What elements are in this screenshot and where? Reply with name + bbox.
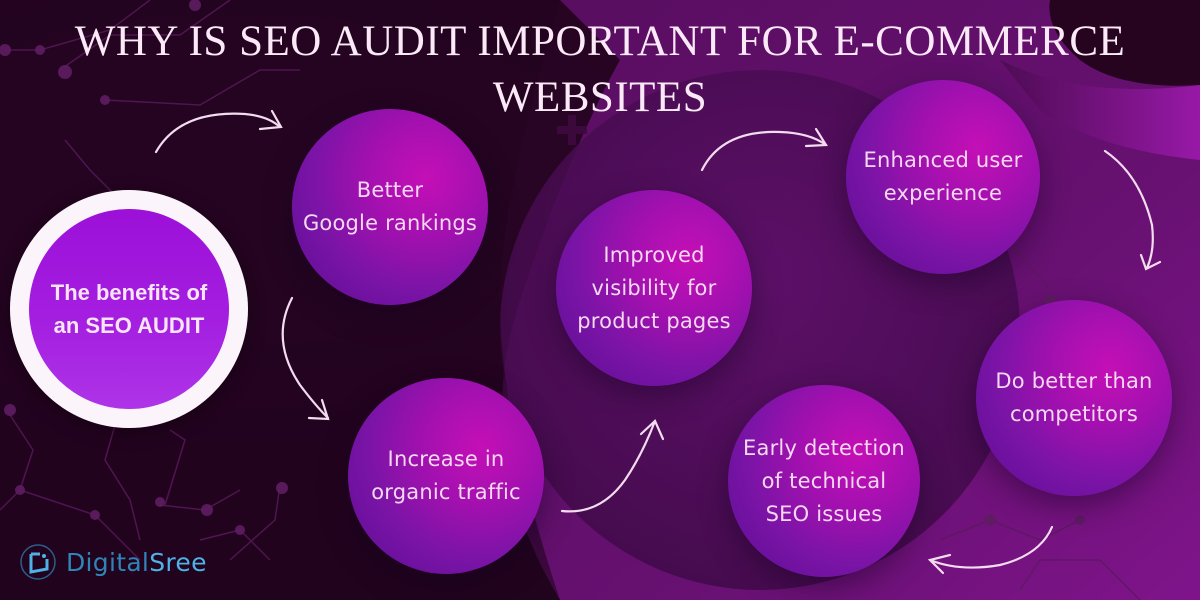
page-title: WHY IS SEO AUDIT IMPORTANT FOR E-COMMERC… bbox=[0, 14, 1200, 126]
brand-name-part-2: Sree bbox=[149, 547, 207, 577]
benefit-do-better-than-competitors: Do better than competitors bbox=[976, 300, 1172, 496]
benefit-label: Increase in organic traffic bbox=[371, 447, 521, 504]
title-line-1: WHY IS SEO AUDIT IMPORTANT FOR E-COMMERC… bbox=[74, 18, 1126, 65]
brand-name-part-1: Digital bbox=[66, 547, 150, 577]
benefit-better-google-rankings: Better Google rankings bbox=[292, 109, 488, 305]
brand-name: DigitalSree bbox=[66, 548, 207, 577]
center-hub-label: The benefits of an SEO AUDIT bbox=[50, 280, 208, 338]
brand-logo: DigitalSree bbox=[18, 540, 207, 584]
benefit-early-detection: Early detection of technical SEO issues bbox=[728, 385, 920, 577]
benefit-increase-organic-traffic: Increase in organic traffic bbox=[348, 378, 544, 574]
title-line-2: WEBSITES bbox=[492, 74, 708, 121]
benefit-enhanced-user-experience: Enhanced user experience bbox=[846, 80, 1040, 274]
benefit-label: Early detection of technical SEO issues bbox=[743, 435, 905, 526]
center-hub: The benefits of an SEO AUDIT bbox=[10, 190, 248, 428]
benefit-label: Do better than competitors bbox=[995, 369, 1153, 426]
benefit-label: Enhanced user experience bbox=[863, 148, 1023, 205]
benefit-improved-visibility: Improved visibility for product pages bbox=[556, 190, 752, 386]
benefit-label: Better Google rankings bbox=[302, 178, 478, 235]
center-disc: The benefits of an SEO AUDIT bbox=[29, 209, 229, 409]
digitalsree-logo-icon bbox=[20, 544, 56, 580]
benefit-label: Improved visibility for product pages bbox=[577, 242, 731, 333]
